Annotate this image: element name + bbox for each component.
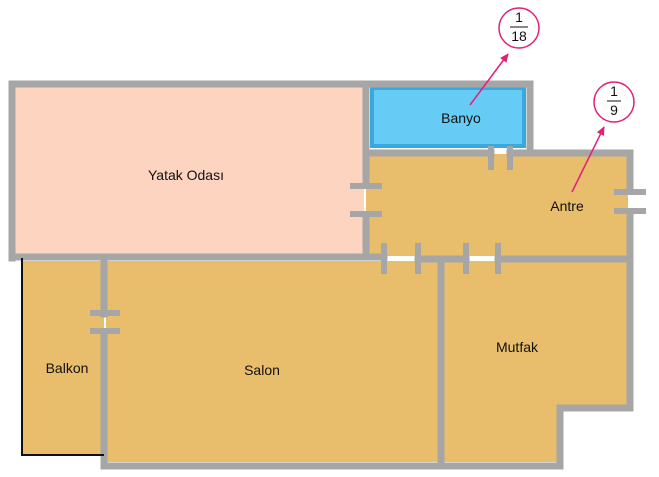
bathroom-fraction-denominator: 18 [511,28,527,44]
bathroom-label: Banyo [441,110,481,126]
hall-fraction-callout: 1 9 [593,81,635,123]
living-room-area [106,261,440,462]
balcony-area [22,261,104,454]
kitchen-label: Mutfak [496,339,539,355]
hall-fraction-numerator: 1 [610,83,618,99]
balcony-railing [21,258,104,456]
bathroom-fraction-numerator: 1 [515,9,523,25]
kitchen-area [441,261,628,462]
door-jambs [90,146,646,334]
bathroom-callout-arrow [469,53,509,106]
bedroom-label: Yatak Odası [148,167,224,183]
walls [8,80,634,470]
hall-area [366,154,628,256]
bathroom-tile-border [370,86,526,148]
bathroom-area [372,88,524,146]
bedroom-area [12,84,364,255]
balcony-label: Balkon [46,360,89,376]
hall-fraction-denominator: 9 [610,102,618,118]
bathroom-fraction-callout: 1 18 [498,7,540,49]
hall-label: Antre [550,198,584,214]
living-room-label: Salon [244,362,280,378]
hall-callout-arrow [571,126,605,193]
